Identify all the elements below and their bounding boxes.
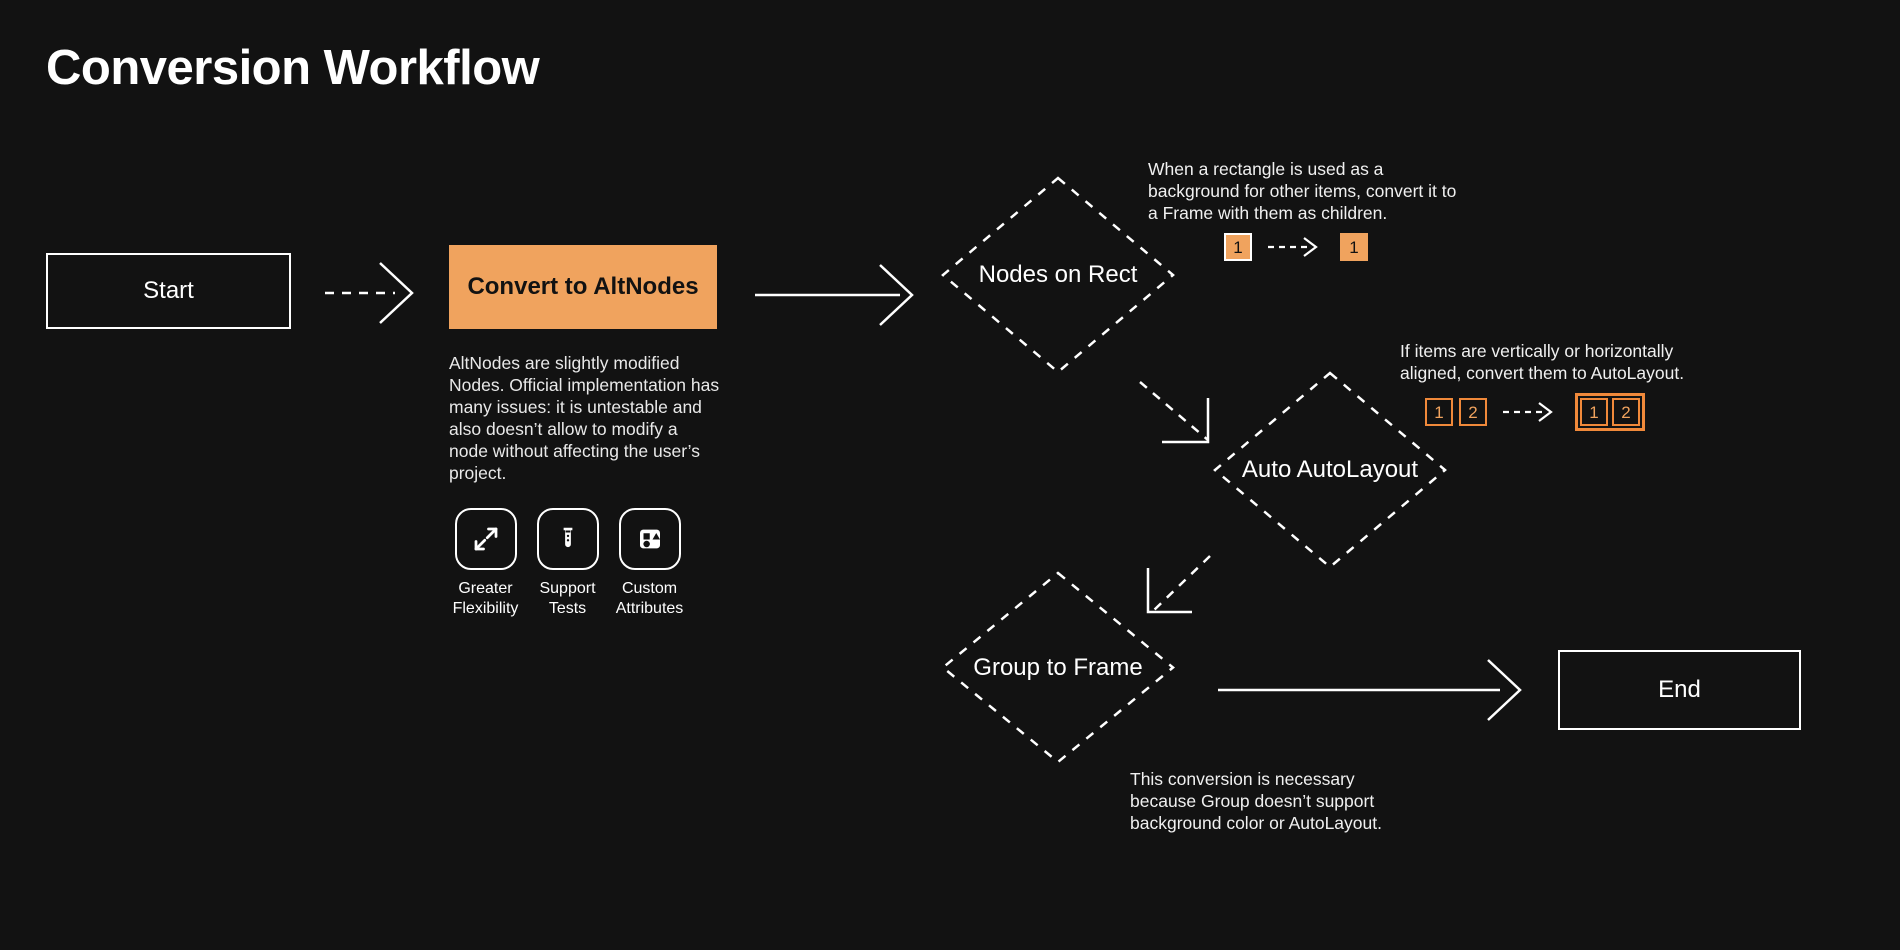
start-node[interactable]: Start	[46, 253, 291, 329]
feature-label: Greater Flexibility	[452, 580, 519, 617]
annotation-group-to-frame: This conversion is necessary because Gro…	[1130, 769, 1382, 833]
end-node-label: End	[1658, 676, 1701, 703]
annotation-nodes-on-rect: When a rectangle is used as a background…	[1148, 159, 1457, 223]
example-chips-before: 1 2	[1425, 398, 1487, 426]
example-chip-after: 2	[1612, 398, 1640, 426]
feature-custom-attributes[interactable]: Custom Attributes	[616, 508, 683, 619]
process-node-convert-to-altnodes[interactable]: Convert to AltNodes	[449, 245, 717, 329]
decision-node-auto-autolayout[interactable]: Auto AutoLayout	[1212, 370, 1448, 570]
example-chip-before: 1	[1224, 233, 1252, 261]
example-transform-arrow-icon	[1268, 237, 1318, 257]
process-node-label: Convert to AltNodes	[467, 273, 699, 300]
decision-node-group-to-frame[interactable]: Group to Frame	[940, 570, 1176, 765]
feature-label: Support Tests	[539, 580, 596, 617]
connector-process-to-nodesonrect	[755, 264, 914, 326]
connector-nodesonrect-to-autolayout	[1139, 381, 1210, 444]
test-tube-icon	[536, 508, 599, 570]
decision-node-label: Group to Frame	[973, 653, 1143, 681]
page-title: Conversion Workflow	[46, 41, 540, 95]
feature-greater-flexibility[interactable]: Greater Flexibility	[452, 508, 519, 619]
connector-grouptoframe-to-end	[1218, 659, 1522, 721]
example-chip-after: 1	[1580, 398, 1608, 426]
example-transform-arrow-icon	[1503, 402, 1553, 422]
example-chips-after-grouped: 1 2	[1575, 393, 1645, 431]
connector-start-to-process	[325, 262, 414, 324]
shapes-attributes-icon	[618, 508, 681, 570]
example-chip-before: 1	[1425, 398, 1453, 426]
feature-support-tests[interactable]: Support Tests	[534, 508, 601, 619]
end-node[interactable]: End	[1558, 650, 1801, 730]
feature-list: Greater Flexibility Support Tests	[452, 508, 683, 619]
example-nodes-on-rect: 1 1	[1224, 233, 1368, 261]
start-node-label: Start	[143, 277, 194, 304]
altnodes-description: AltNodes are slightly modified Nodes. Of…	[449, 353, 720, 483]
decision-node-nodes-on-rect[interactable]: Nodes on Rect	[940, 175, 1176, 375]
example-chip-after: 1	[1340, 233, 1368, 261]
feature-label: Custom Attributes	[615, 580, 684, 617]
expand-arrows-icon	[454, 508, 517, 570]
decision-node-label: Nodes on Rect	[978, 261, 1138, 288]
annotation-auto-autolayout: If items are vertically or horizontally …	[1400, 341, 1685, 383]
example-auto-autolayout: 1 2 1 2	[1425, 393, 1645, 431]
example-chip-before: 2	[1459, 398, 1487, 426]
decision-node-label: Auto AutoLayout	[1241, 456, 1419, 483]
